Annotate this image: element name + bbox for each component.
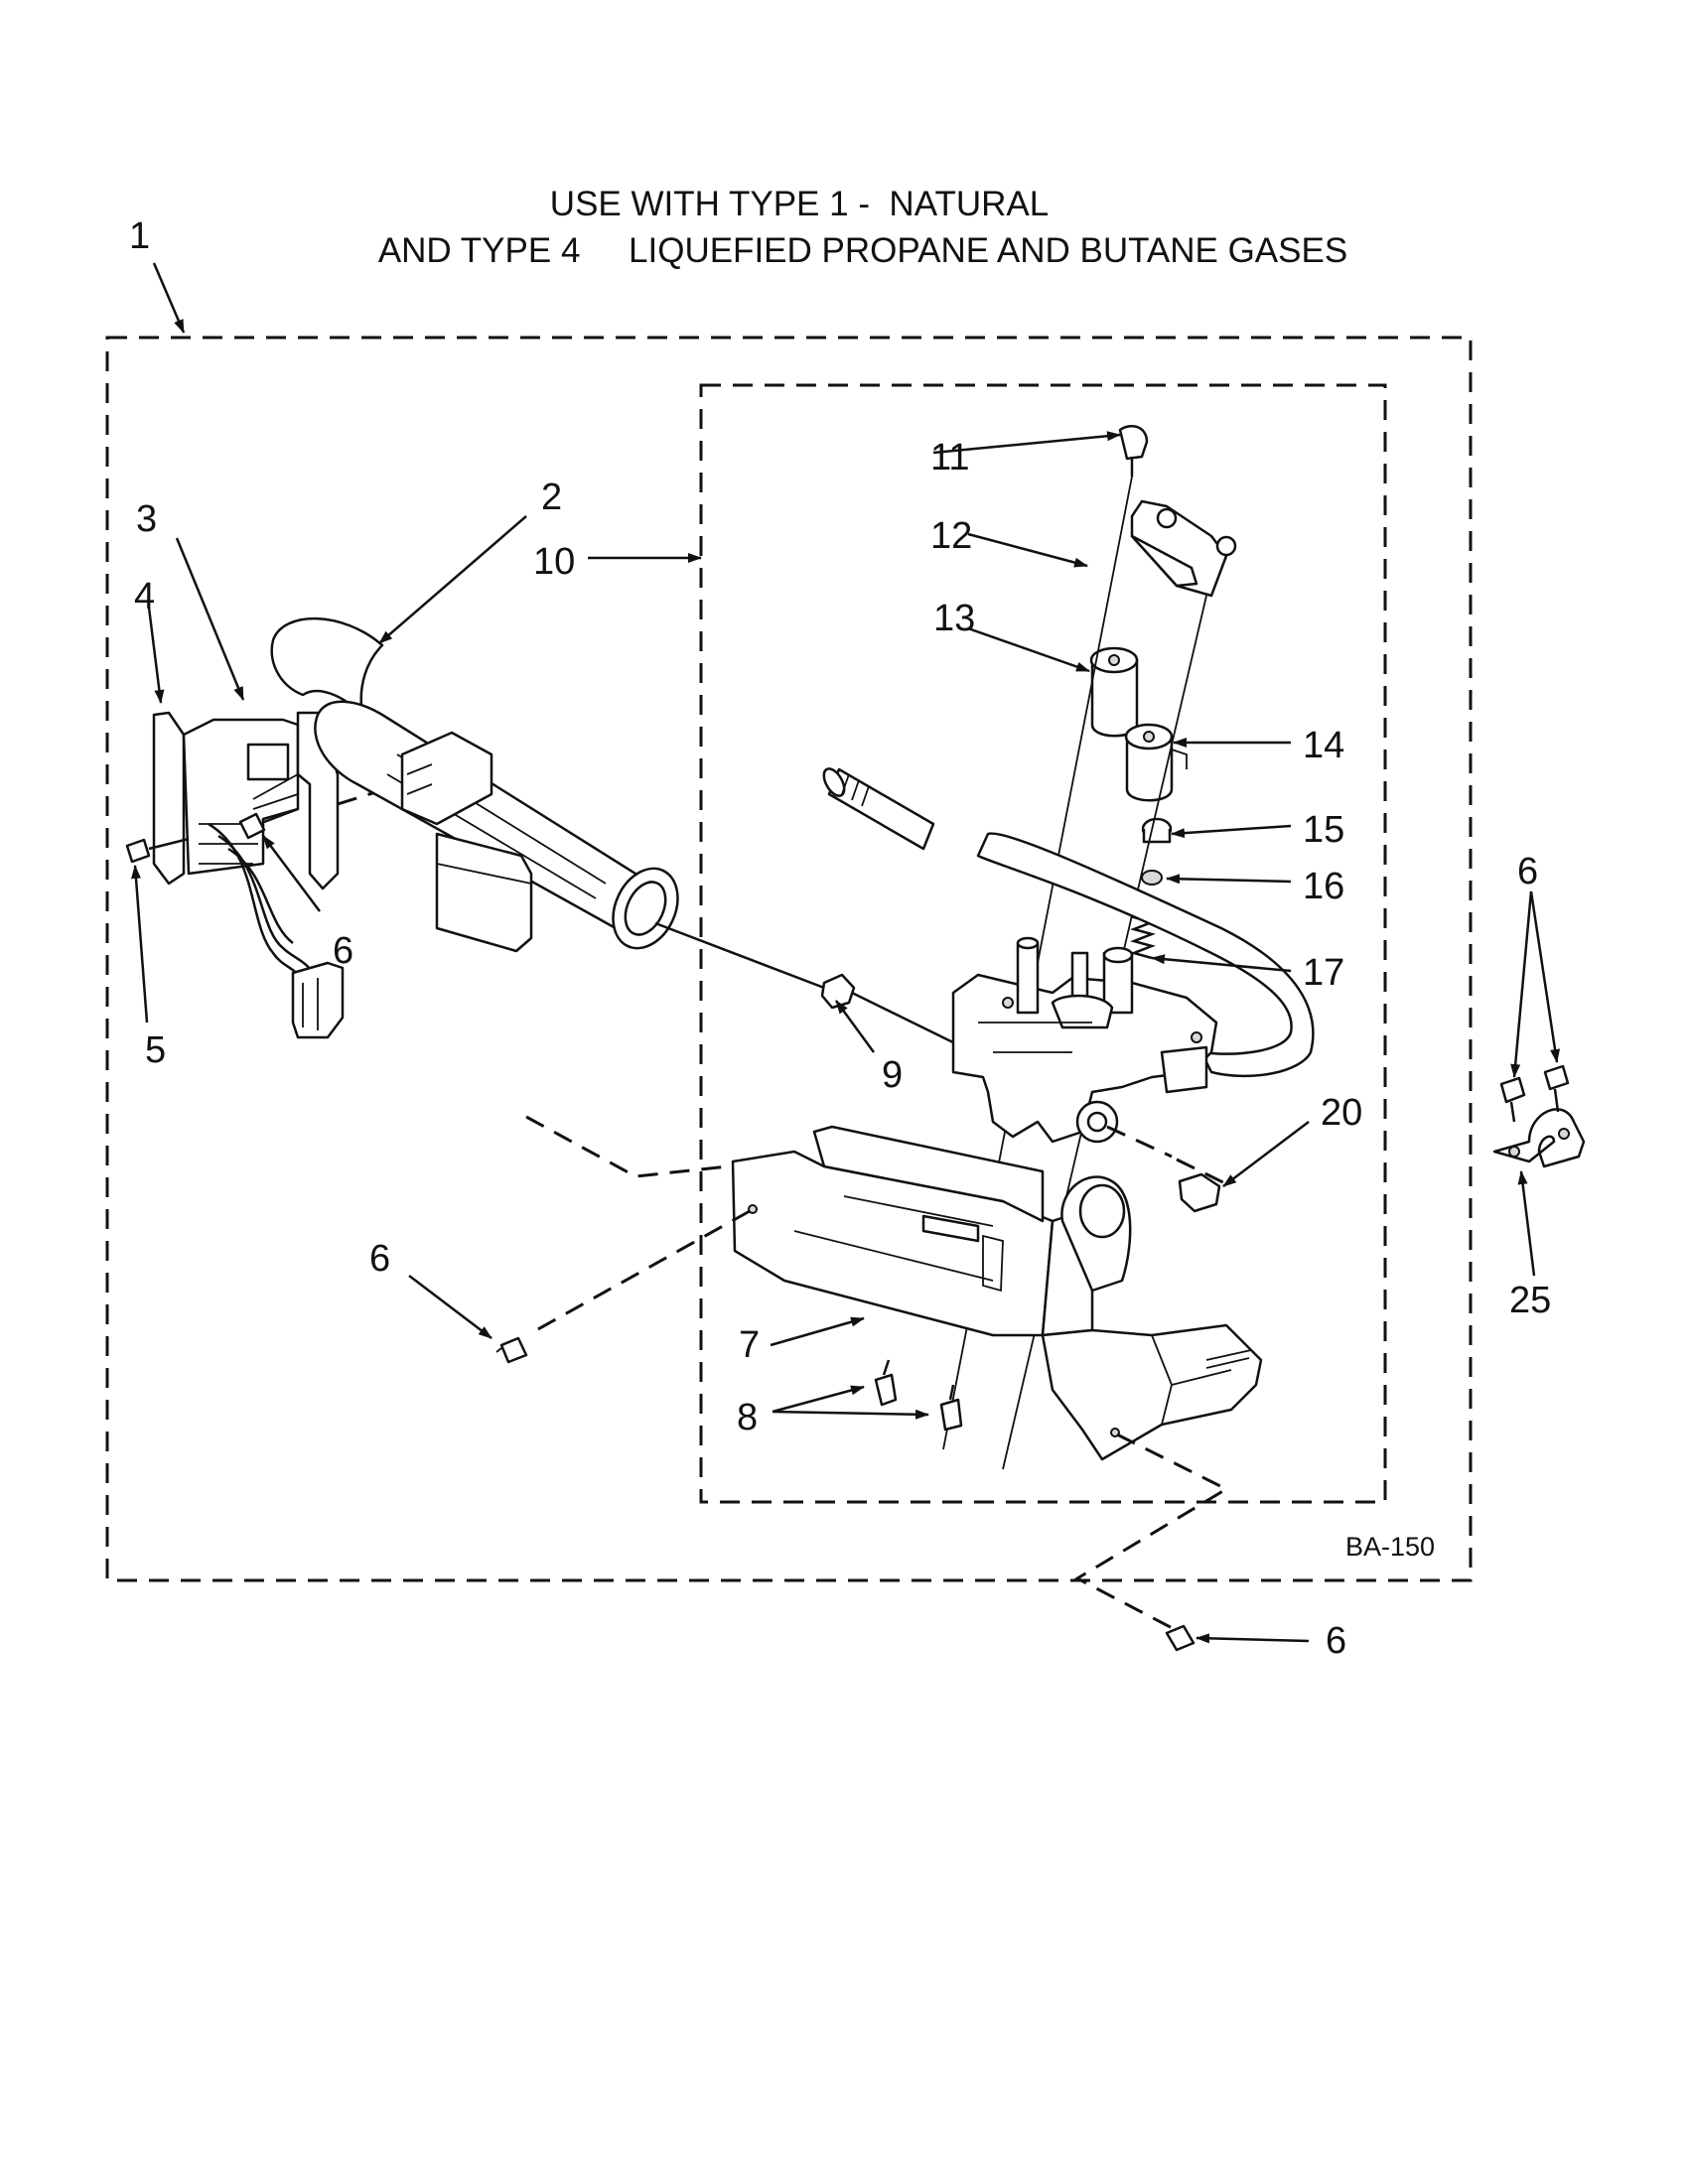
pipe-clamp-25 [1492, 1108, 1586, 1168]
wire-harness [208, 822, 345, 1039]
callout-2: 2 [541, 477, 562, 518]
callout-9: 9 [882, 1054, 903, 1096]
callout-4: 4 [134, 576, 155, 617]
callout-15: 15 [1303, 809, 1344, 851]
igniter-bracket [152, 711, 340, 890]
mounting-bracket [731, 1125, 1263, 1461]
screw-5 [125, 837, 190, 864]
callout-17: 17 [1303, 952, 1344, 994]
plunger-16 [1141, 870, 1163, 886]
coil-bracket-12 [1130, 499, 1237, 598]
callout-7: 7 [739, 1324, 760, 1366]
screw-6-bracket-left [495, 1336, 528, 1364]
gas-supply-pipe [976, 832, 1315, 1078]
burner-tube [270, 616, 679, 950]
gas-valve-assembly-boundary [699, 383, 1387, 1504]
callout-14: 14 [1303, 725, 1344, 766]
callout-10: 10 [533, 541, 575, 583]
diagram-title-line-1: USE WITH TYPE 1 - NATURAL [549, 185, 1050, 223]
callout-6-bottom: 6 [1326, 1620, 1346, 1662]
coil-13 [1089, 646, 1139, 738]
screw-8-left [874, 1359, 898, 1407]
connector-20 [1178, 1172, 1221, 1213]
gas-valve-body [951, 936, 1218, 1144]
screw-6-bottom [1165, 1624, 1196, 1652]
callout-16: 16 [1303, 866, 1344, 907]
burner-assembly-boundary [105, 336, 1473, 1582]
burner-shield-plate [435, 832, 533, 953]
clamp-screw-left [1499, 1076, 1526, 1123]
callout-6-left: 6 [369, 1238, 390, 1280]
callout-25: 25 [1509, 1280, 1551, 1321]
callout-3: 3 [136, 498, 157, 540]
gas-inlet-tube [822, 767, 935, 851]
callout-8: 8 [737, 1397, 758, 1438]
callout-11: 11 [930, 437, 969, 478]
cap-15 [1141, 817, 1173, 844]
callout-20: 20 [1321, 1092, 1362, 1134]
clamp-screw-right [1543, 1064, 1570, 1113]
diagram-title-line-2: AND TYPE 4 LIQUEFIED PROPANE AND BUTANE … [377, 231, 1348, 270]
callout-12: 12 [930, 515, 972, 557]
callout-1: 1 [129, 215, 150, 257]
coil-14 [1124, 723, 1188, 802]
callout-6-bracket: 6 [333, 930, 353, 972]
figure-code: BA-150 [1345, 1532, 1435, 1562]
callout-13: 13 [933, 598, 975, 639]
callout-5: 5 [145, 1029, 166, 1071]
valve-screw-11 [1118, 425, 1149, 477]
screw-6-bracket [238, 807, 299, 840]
orifice-9 [654, 921, 964, 1049]
screw-8-right [939, 1384, 963, 1432]
callout-6-clamp: 6 [1517, 851, 1538, 892]
